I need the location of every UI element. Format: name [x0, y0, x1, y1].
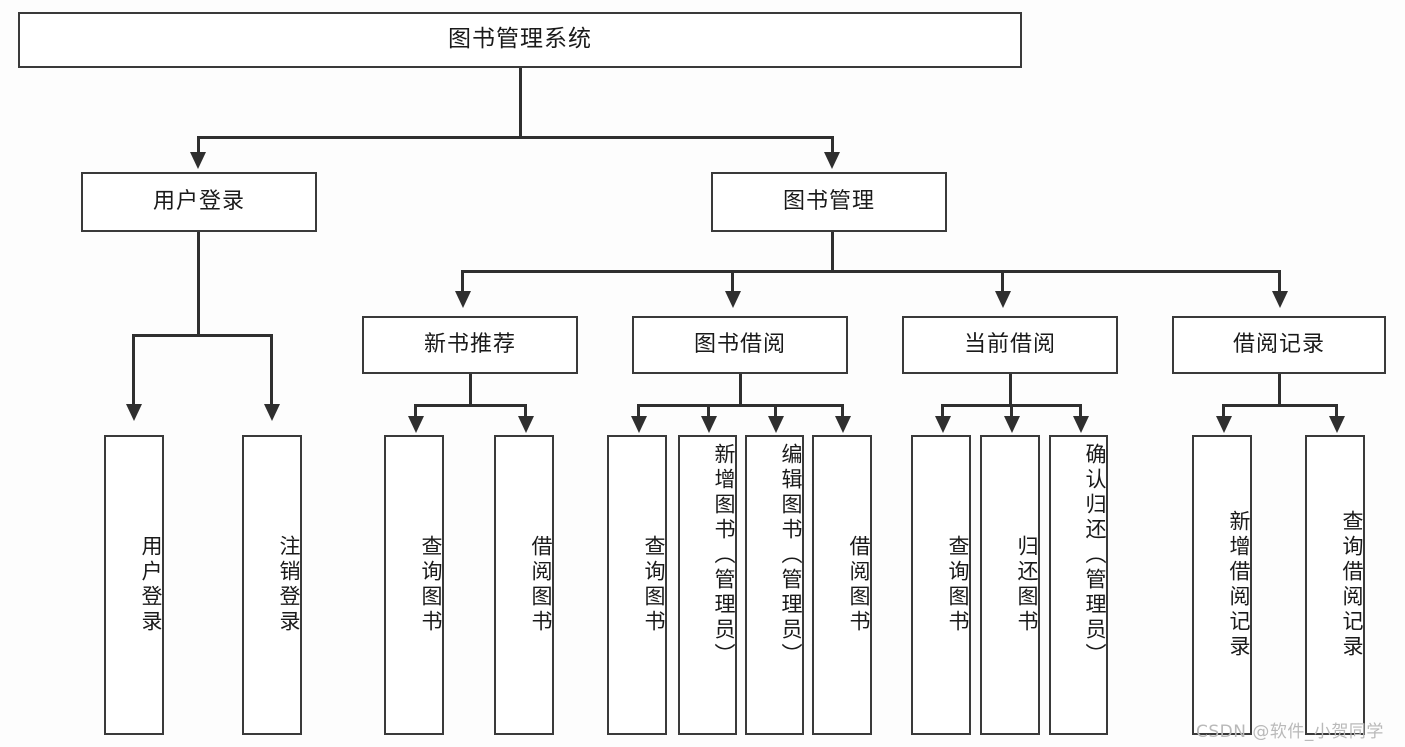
node-label: 查询图书: [946, 535, 970, 635]
node-label: 编辑图书（管理员）: [779, 443, 803, 668]
connector-nbr-bus: [414, 404, 526, 407]
node-leaf-edit-book[interactable]: 编辑图书（管理员）: [745, 435, 804, 735]
arrow-to-leaf-user-logout: [264, 404, 280, 421]
connector-cb-drop-1: [941, 404, 944, 418]
connector-bb-drop-2: [707, 404, 710, 418]
connector-br-bus: [1222, 404, 1337, 407]
node-root-book-management-system[interactable]: 图书管理系统: [18, 12, 1022, 68]
node-label: 归还图书: [1015, 535, 1039, 635]
connector-bm-drop-1: [461, 270, 464, 293]
node-label: 用户登录: [139, 535, 163, 635]
connector-bm-drop-4: [1278, 270, 1281, 293]
connector-cb-stem: [1009, 374, 1012, 406]
connector-bb-drop-1: [637, 404, 640, 418]
arrow-to-leaf-add-book: [701, 416, 717, 433]
node-label: 图书借阅: [693, 331, 786, 357]
node-leaf-borrow-book-2[interactable]: 借阅图书: [812, 435, 872, 735]
connector-bb-stem: [739, 374, 742, 406]
arrow-to-leaf-query-record: [1329, 416, 1345, 433]
node-label: 查询图书: [642, 535, 666, 635]
connector-nbr-stem: [469, 374, 472, 406]
arrow-to-leaf-borrow-book-2: [835, 416, 851, 433]
arrow-to-leaf-query-book-2: [631, 416, 647, 433]
connector-nbr-drop-2: [524, 404, 527, 418]
connector-br-stem: [1278, 374, 1281, 406]
connector-bm-drop-2: [731, 270, 734, 293]
arrow-to-leaf-user-login: [126, 404, 142, 421]
connector-user-login-stem: [197, 232, 200, 336]
connector-cb-drop-2: [1010, 404, 1013, 418]
arrow-to-leaf-borrow-book-1: [518, 416, 534, 433]
node-leaf-add-book[interactable]: 新增图书（管理员）: [678, 435, 737, 735]
connector-cb-drop-3: [1079, 404, 1082, 418]
connector-bb-drop-4: [841, 404, 844, 418]
connector-bb-bus: [637, 404, 843, 407]
connector-bm-drop-3: [1001, 270, 1004, 293]
arrow-to-leaf-add-record: [1216, 416, 1232, 433]
connector-book-manage-stem: [831, 232, 834, 272]
node-label: 新增图书（管理员）: [712, 443, 736, 668]
arrow-to-borrow-record: [1272, 291, 1288, 308]
node-book-manage[interactable]: 图书管理: [711, 172, 947, 232]
arrow-to-leaf-edit-book: [768, 416, 784, 433]
node-label: 新增借阅记录: [1227, 510, 1251, 660]
connector-nbr-drop-1: [414, 404, 417, 418]
node-leaf-query-book-2[interactable]: 查询图书: [607, 435, 667, 735]
connector-user-login-right-drop: [270, 334, 273, 406]
node-label: 图书管理: [782, 188, 875, 214]
connector-root-stem: [519, 68, 522, 137]
node-label: 借阅图书: [847, 535, 871, 635]
node-leaf-confirm-return[interactable]: 确认归还（管理员）: [1049, 435, 1108, 735]
connector-br-drop-2: [1335, 404, 1338, 418]
arrow-to-leaf-query-book-1: [408, 416, 424, 433]
connector-user-login-bus: [132, 334, 272, 337]
node-label: 新书推荐: [423, 331, 516, 357]
connector-br-drop-1: [1222, 404, 1225, 418]
node-borrow-record[interactable]: 借阅记录: [1172, 316, 1386, 374]
connector-root-bus: [197, 136, 833, 139]
node-book-borrow[interactable]: 图书借阅: [632, 316, 848, 374]
arrow-to-current-borrow: [995, 291, 1011, 308]
node-label: 查询图书: [419, 535, 443, 635]
node-leaf-query-book-1[interactable]: 查询图书: [384, 435, 444, 735]
node-leaf-add-record[interactable]: 新增借阅记录: [1192, 435, 1252, 735]
node-leaf-borrow-book-1[interactable]: 借阅图书: [494, 435, 554, 735]
node-label: 当前借阅: [963, 331, 1056, 357]
node-label: 借阅记录: [1232, 331, 1325, 357]
connector-user-login-left-drop: [132, 334, 135, 406]
node-leaf-return-book[interactable]: 归还图书: [980, 435, 1040, 735]
node-label: 借阅图书: [529, 535, 553, 635]
arrow-to-leaf-query-book-3: [935, 416, 951, 433]
node-label: 图书管理系统: [448, 26, 592, 53]
arrow-to-user-login: [190, 152, 206, 169]
node-new-book-recommend[interactable]: 新书推荐: [362, 316, 578, 374]
arrow-to-leaf-return-book: [1004, 416, 1020, 433]
node-label: 注销登录: [277, 535, 301, 635]
connector-book-manage-bus: [461, 270, 1281, 273]
node-leaf-user-login[interactable]: 用户登录: [104, 435, 164, 735]
arrow-to-new-book-recommend: [455, 291, 471, 308]
node-current-borrow[interactable]: 当前借阅: [902, 316, 1118, 374]
connector-bb-drop-3: [774, 404, 777, 418]
arrow-to-book-manage: [824, 152, 840, 169]
arrow-to-leaf-confirm-return: [1073, 416, 1089, 433]
node-label: 查询借阅记录: [1340, 510, 1364, 660]
connector-root-to-book-manage: [831, 136, 834, 155]
node-label: 用户登录: [152, 188, 245, 214]
node-leaf-user-logout[interactable]: 注销登录: [242, 435, 302, 735]
connector-root-to-user-login: [197, 136, 200, 155]
arrow-to-book-borrow: [725, 291, 741, 308]
node-user-login[interactable]: 用户登录: [81, 172, 317, 232]
node-leaf-query-record[interactable]: 查询借阅记录: [1305, 435, 1365, 735]
node-leaf-query-book-3[interactable]: 查询图书: [911, 435, 971, 735]
node-label: 确认归还（管理员）: [1083, 443, 1107, 668]
